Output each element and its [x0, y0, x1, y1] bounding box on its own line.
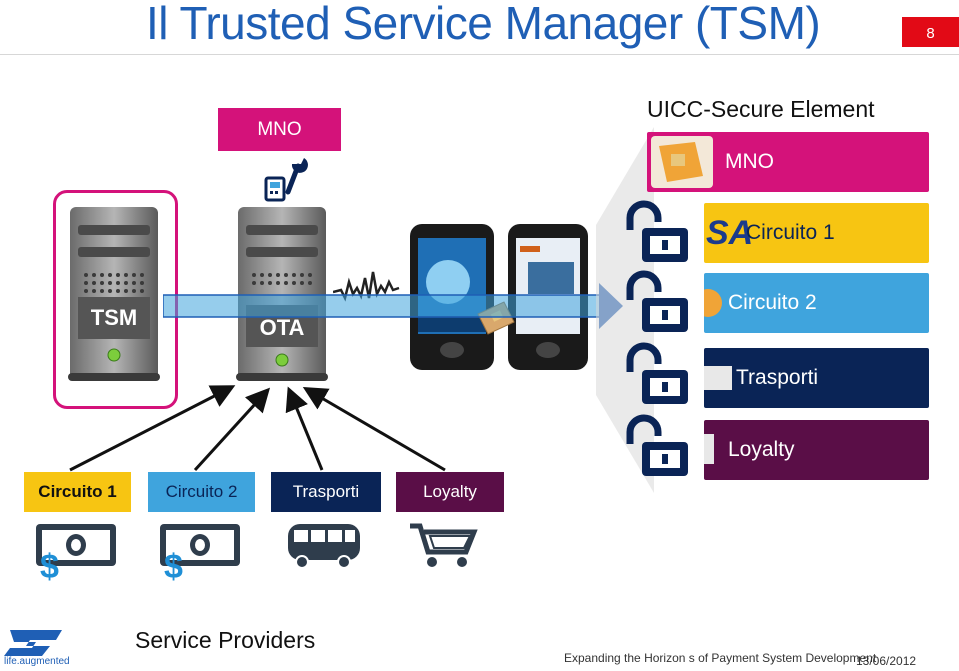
uicc-entry-circuito2: Circuito 2 — [704, 273, 929, 333]
title-divider — [0, 54, 959, 55]
st-tagline: life.augmented — [4, 656, 70, 667]
service-providers-title: Service Providers — [135, 627, 316, 653]
transport-logo — [704, 366, 732, 390]
wrench-device-icon — [264, 158, 308, 202]
provider-arrows — [69, 385, 446, 472]
arrow-circuito2 — [193, 387, 271, 472]
uicc-entry-circuito1: SA Circuito 1 — [704, 203, 929, 263]
server-icon — [236, 207, 328, 381]
svg-text:$: $ — [164, 548, 183, 582]
page-number-badge: 8 — [902, 17, 959, 47]
uicc-entry-label: Circuito 1 — [746, 221, 835, 244]
unlocked-padlock-icon — [626, 200, 688, 262]
zoom-wedge — [596, 127, 654, 493]
unlocked-padlock-icon — [626, 342, 688, 404]
tsm-server: TSM — [68, 205, 160, 385]
mno-box: MNO — [218, 108, 341, 151]
arrow-loyalty — [302, 386, 446, 472]
mastercard-logo — [704, 289, 722, 317]
bus-icon — [288, 524, 360, 569]
uicc-entry-mno: MNO — [647, 132, 929, 192]
uicc-entry-label: MNO — [725, 150, 774, 173]
provisioning-arrow — [163, 283, 623, 329]
footer-date: 13/06/2012 — [856, 654, 917, 668]
sim-card-icon — [651, 136, 713, 188]
visa-logo: SA — [706, 214, 754, 252]
uicc-entry-label: Loyalty — [728, 438, 795, 461]
arrow-trasporti — [285, 386, 324, 471]
uicc-entry-trasporti: Trasporti — [704, 348, 929, 408]
provider-circuito1: Circuito 1 — [24, 472, 131, 512]
signal-wave-icon — [333, 271, 400, 302]
money-icon: $ — [160, 524, 240, 582]
uicc-entry-label: Circuito 2 — [728, 291, 817, 314]
provider-loyalty: Loyalty — [396, 472, 504, 512]
st-logo: life.augmented — [4, 626, 70, 667]
loyalty-logo — [704, 434, 714, 464]
st-logo-icon — [4, 630, 62, 656]
uicc-entry-loyalty: Loyalty — [704, 420, 929, 480]
provider-circuito2: Circuito 2 — [148, 472, 255, 512]
uicc-title: UICC-Secure Element — [647, 96, 875, 122]
svg-text:$: $ — [40, 548, 59, 582]
unlocked-padlock-icon — [626, 414, 688, 476]
ota-label: OTA — [259, 315, 305, 340]
uicc-entry-label: Trasporti — [736, 366, 819, 389]
page-title: Il Trusted Service Manager (TSM) — [146, 0, 821, 49]
footer-text: Expanding the Horizon s of Payment Syste… — [564, 651, 877, 665]
cart-icon — [410, 523, 478, 567]
provider-trasporti: Trasporti — [271, 472, 381, 512]
money-icon: $ — [36, 524, 116, 582]
server-icon — [68, 207, 160, 381]
arrow-circuito1 — [69, 385, 236, 472]
unlocked-padlock-icon — [626, 270, 688, 332]
tsm-label: TSM — [90, 305, 138, 330]
ota-server: OTA — [236, 205, 328, 385]
